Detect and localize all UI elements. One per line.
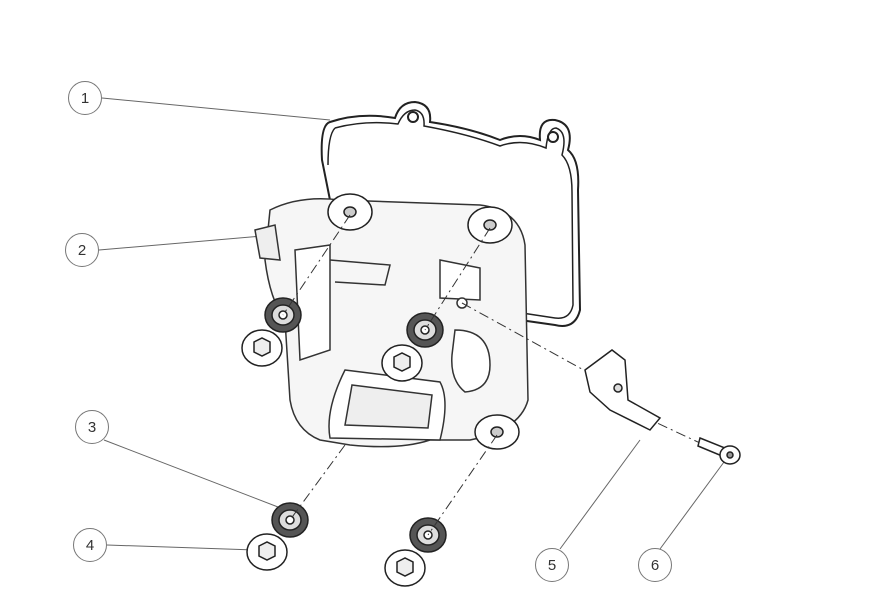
callout-4: 4 <box>73 528 107 562</box>
grommet <box>271 502 309 538</box>
callout-1: 1 <box>68 81 102 115</box>
gasket <box>320 100 582 327</box>
leader-line-2 <box>98 235 263 251</box>
callout-2: 2 <box>65 233 99 267</box>
flange-nut <box>381 344 423 382</box>
leader-line-6 <box>659 461 725 550</box>
leader-line-4 <box>106 544 256 551</box>
callout-3: 3 <box>75 410 109 444</box>
flange-nut <box>241 329 283 367</box>
leader-line-5 <box>559 439 641 550</box>
bracket <box>584 349 662 431</box>
flange-nut <box>246 533 288 571</box>
cylinder-head-cover <box>254 198 529 448</box>
leader-line-3 <box>103 439 279 508</box>
bolt <box>697 436 741 465</box>
flange-nut <box>384 549 426 587</box>
callout-5: 5 <box>535 548 569 582</box>
leader-line-1 <box>101 97 331 121</box>
callout-6: 6 <box>638 548 672 582</box>
